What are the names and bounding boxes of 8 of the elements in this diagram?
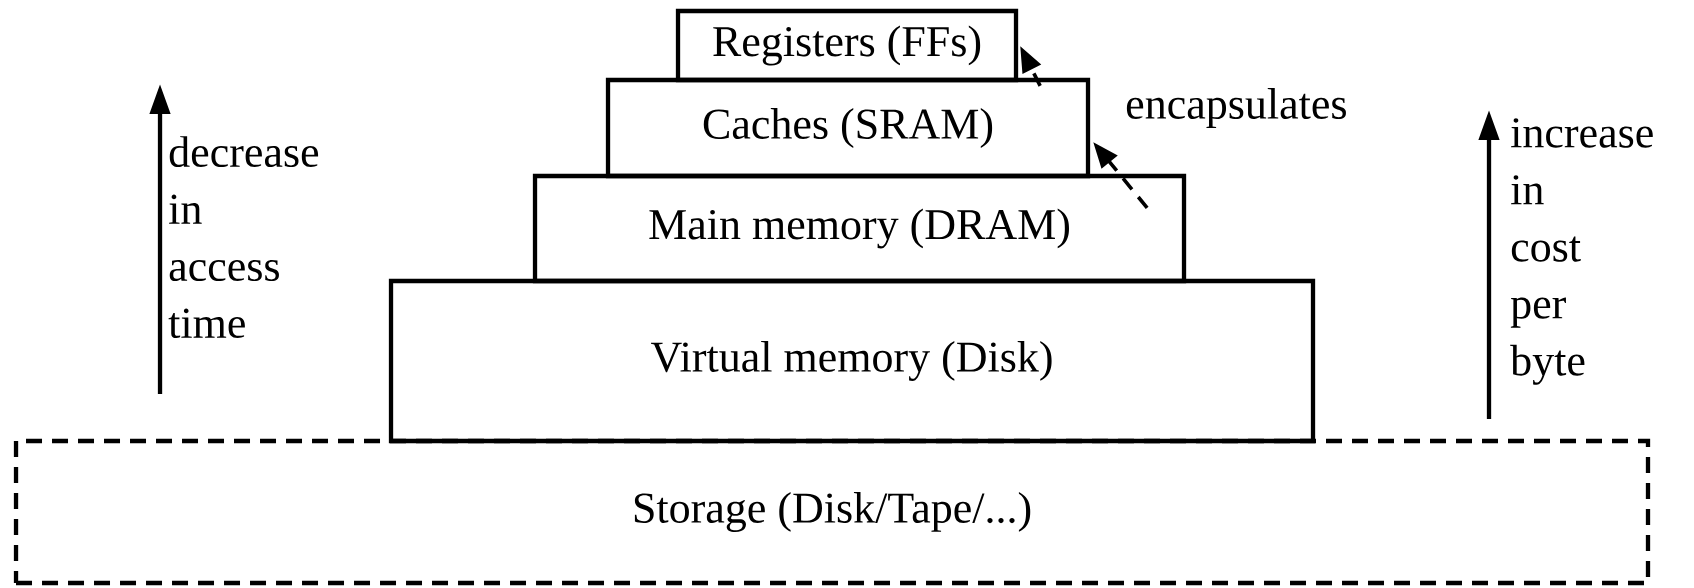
memory-level-box: Main memory (DRAM)	[532, 173, 1187, 284]
axis-note: increase in cost per byte	[1510, 118, 1653, 385]
storage-box: Storage (Disk/Tape/...)	[13, 438, 1651, 586]
memory-level-box: Virtual memory (Disk)	[388, 278, 1316, 444]
axis-note: decrease in access time	[168, 136, 319, 339]
edge-label: encapsulates	[1126, 88, 1346, 128]
memory-level-box: Caches (SRAM)	[605, 77, 1091, 179]
memory-level-box: Registers (FFs)	[675, 8, 1019, 83]
